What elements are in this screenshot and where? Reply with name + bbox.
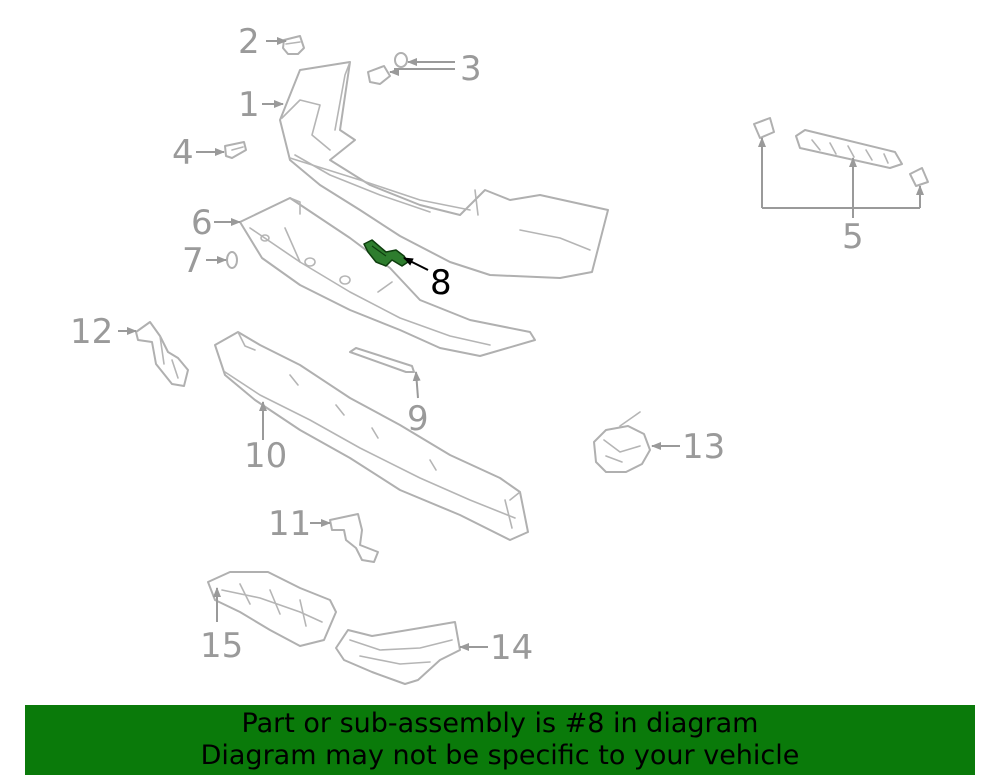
callout-9: 9 [407,399,429,439]
callout-2: 2 [238,22,260,62]
callout-3: 3 [460,49,482,89]
callout-1: 1 [238,85,260,125]
callout-6: 6 [191,203,213,243]
callout-5: 5 [842,217,864,257]
callout-14: 14 [490,628,533,668]
diffuser-part-14[interactable] [335,621,461,685]
banner-line-2: Diagram may not be specific to your vehi… [200,740,800,771]
callout-11: 11 [268,504,311,544]
clip-part-2[interactable] [282,35,305,55]
under-cover-part-15[interactable] [207,571,337,647]
trim-strip-part-9[interactable] [349,347,415,373]
leader-lines [118,37,924,651]
small-bracket-part-11[interactable] [329,513,379,563]
reinforcement-beam-part-10[interactable] [214,331,529,541]
callout-12: 12 [70,312,113,352]
sensor-part-13[interactable] [593,411,651,473]
bumper-cover-part[interactable] [279,61,609,279]
lower-valance-part-6[interactable] [239,197,536,357]
banner-line-1: Part or sub-assembly is #8 in diagram [241,708,759,739]
callout-15: 15 [200,626,243,666]
grommet-part-7[interactable] [226,251,238,269]
screw-part-4[interactable] [224,141,247,159]
callout-10: 10 [244,436,287,476]
bracket-set-part-5[interactable] [753,117,929,187]
callout-13: 13 [682,427,725,467]
side-bracket-part-12[interactable] [135,321,189,387]
callout-4: 4 [172,133,194,173]
callout-7: 7 [182,241,204,281]
callout-8-highlighted: 8 [430,263,452,303]
notice-banner: Part or sub-assembly is #8 in diagram Di… [25,705,975,775]
retainer-part-3[interactable] [367,52,408,85]
